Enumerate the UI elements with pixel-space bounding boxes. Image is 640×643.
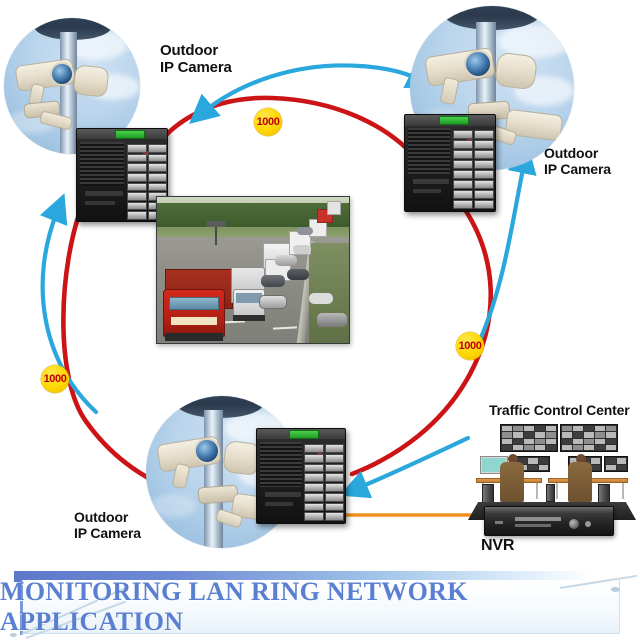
label-camera-bottom-left: Outdoor IP Camera: [74, 509, 141, 541]
monitor-bank-far-right: [604, 456, 628, 472]
speed-badge-right: 1000: [456, 332, 484, 360]
banner-gradient-bar: [14, 571, 594, 582]
label-nvr: NVR: [481, 537, 515, 554]
speed-badge-top: 1000: [254, 108, 282, 136]
data-flow-arrow-left: [39, 193, 99, 415]
data-flow-arrow-top: [189, 61, 437, 125]
highway-photo: [156, 196, 350, 344]
title-banner: MONITORING LAN RING NETWORK APPLICATION: [0, 563, 640, 643]
switch-top-left[interactable]: [76, 128, 168, 222]
traffic-control-center: [468, 424, 636, 520]
operator-body-left: [500, 462, 524, 502]
operator-head-right: [576, 454, 586, 464]
data-flow-arrow-bottom: [339, 435, 471, 499]
label-camera-top-right: Outdoor IP Camera: [544, 145, 611, 177]
ring-link-right: [349, 205, 493, 477]
data-flow-arrow-right: [477, 144, 537, 343]
speed-badge-left: 1000: [41, 365, 69, 393]
switch-port-array: [453, 130, 494, 209]
operator-body-right: [568, 462, 592, 502]
ring-link-top: [134, 95, 427, 183]
banner-title-text: MONITORING LAN RING NETWORK APPLICATION: [0, 577, 468, 636]
video-wall-left: [500, 424, 558, 452]
camera-top-left-photo: [4, 18, 140, 154]
label-camera-top-left: Outdoor IP Camera: [160, 42, 232, 76]
switch-top-right[interactable]: [404, 114, 496, 212]
label-traffic-control-center: Traffic Control Center: [489, 402, 630, 418]
switch-bottom[interactable]: [256, 428, 346, 524]
nvr-device[interactable]: [484, 506, 614, 536]
operator-head-left: [508, 454, 518, 464]
video-wall-right: [560, 424, 618, 452]
switch-port-array: [304, 444, 344, 521]
